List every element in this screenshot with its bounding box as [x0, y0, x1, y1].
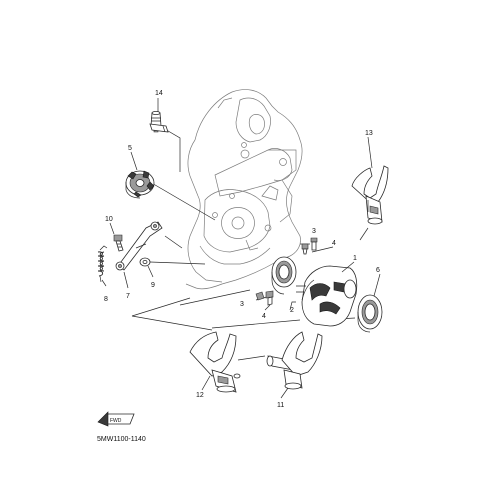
- part-3-lower: [255, 291, 265, 301]
- part-7-lever: [115, 221, 163, 271]
- callout-6: 6: [376, 267, 380, 274]
- leader-9: [149, 261, 206, 265]
- part-10-bolt: [113, 234, 124, 252]
- part-11-shift-fork: [266, 331, 323, 390]
- callout-7: 7: [126, 293, 130, 300]
- part-4-lower: [265, 290, 274, 306]
- fwd-label: FWD: [110, 418, 122, 424]
- leader-main-a: [179, 289, 251, 306]
- leader-main-d: [211, 319, 301, 329]
- leader-2: [289, 301, 296, 311]
- part-5-segment: [125, 170, 155, 199]
- leader-5: [149, 181, 216, 221]
- part-2-bearing: [271, 256, 297, 295]
- callout-14: 14: [155, 90, 163, 97]
- part-6-bearing: [357, 294, 383, 333]
- callout-2: 2: [290, 307, 294, 314]
- callout-9: 9: [151, 282, 155, 289]
- leader-7: [164, 235, 183, 249]
- leader-main-f: [237, 355, 266, 361]
- callout-4-upper: 4: [332, 240, 336, 247]
- callout-labels: 1 2 3 3 4 4 5 6 7 8 9 10 11 12 13 14: [104, 90, 380, 409]
- callout-12: 12: [196, 392, 204, 399]
- callout-4-lower: 4: [262, 313, 266, 320]
- diagram-code: 5MW1100-1140: [97, 436, 146, 443]
- callout-5: 5: [128, 145, 132, 152]
- fwd-arrow-icon: FWD: [97, 411, 135, 427]
- callout-13: 13: [365, 130, 373, 137]
- callout-3-lower: 3: [240, 301, 244, 308]
- part-13-shift-fork: [351, 165, 389, 225]
- leader-13: [359, 227, 369, 241]
- callout-ticks: [101, 98, 381, 399]
- part-8-spring: [97, 245, 108, 283]
- part-4-upper: [301, 243, 309, 255]
- callout-1: 1: [353, 255, 357, 262]
- leader-14: [162, 127, 181, 172]
- part-9-washer: [139, 257, 151, 267]
- part-1-shift-drum: [296, 265, 358, 327]
- leader-main-b: [131, 297, 191, 317]
- leader-main-c: [131, 315, 213, 331]
- callout-8: 8: [104, 296, 108, 303]
- part-12-shift-fork: [189, 331, 241, 393]
- part-14-shaft: [149, 111, 169, 133]
- part-3-upper: [310, 237, 318, 251]
- callout-3-upper: 3: [312, 228, 316, 235]
- callout-10: 10: [105, 216, 113, 223]
- callout-11: 11: [277, 402, 284, 409]
